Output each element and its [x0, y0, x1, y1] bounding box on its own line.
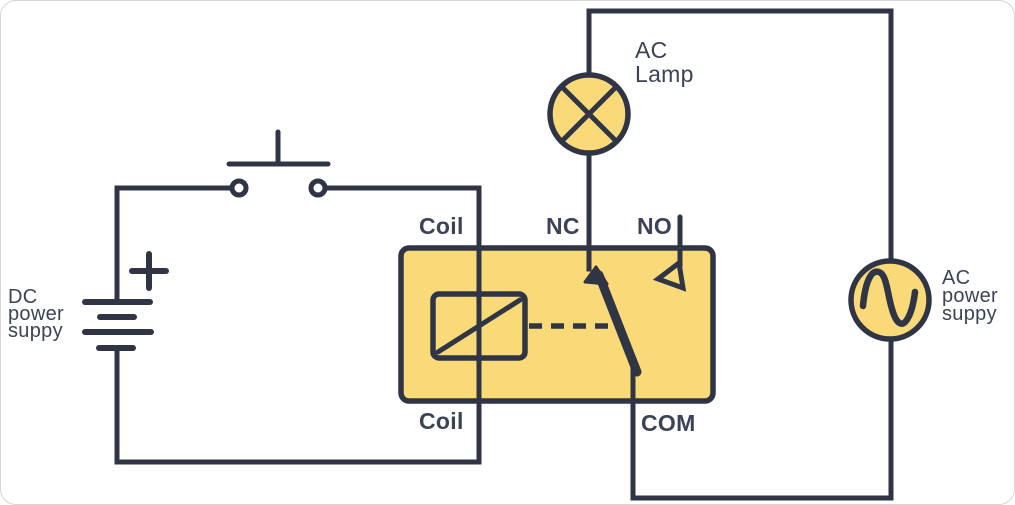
svg-text:Lamp: Lamp	[635, 61, 694, 87]
svg-text:power: power	[942, 285, 998, 307]
ac-power-supply-icon	[848, 258, 932, 342]
ac-circuit-wires	[586, 8, 894, 501]
coil-top-label: Coil	[419, 213, 464, 239]
switch-contact-right	[308, 178, 328, 198]
dc-battery-icon	[82, 251, 169, 351]
sine-wave-icon	[859, 268, 919, 327]
svg-text:suppy: suppy	[8, 320, 63, 342]
wire-switch-to-coil-and-return	[114, 185, 482, 465]
nc-label: NC	[546, 213, 580, 239]
svg-text:AC: AC	[942, 267, 970, 289]
ac-lamp-icon	[547, 72, 631, 156]
ac-lamp-label: AC Lamp	[635, 37, 694, 87]
svg-text:DC: DC	[8, 286, 38, 308]
coil-bottom-label: Coil	[419, 408, 464, 434]
relay-contact-set	[529, 258, 687, 377]
switch-contact-left	[229, 178, 249, 198]
dc-circuit-wires	[114, 185, 482, 465]
svg-text:suppy: suppy	[942, 303, 997, 325]
lamp-x-stroke-2	[559, 84, 619, 144]
push-button-switch-icon	[226, 129, 331, 198]
relay-switch-arm	[594, 270, 642, 377]
wire-battery-to-switch	[114, 185, 235, 303]
ac-power-supply-label: AC power suppy	[942, 267, 998, 325]
no-contact-triangle	[652, 258, 687, 292]
svg-text:AC: AC	[635, 37, 668, 63]
dc-power-supply-label: DC power suppy	[8, 286, 64, 342]
no-label: NO	[637, 213, 672, 239]
plus-icon	[129, 251, 169, 291]
svg-text:power: power	[8, 303, 64, 325]
com-label: COM	[641, 410, 696, 436]
